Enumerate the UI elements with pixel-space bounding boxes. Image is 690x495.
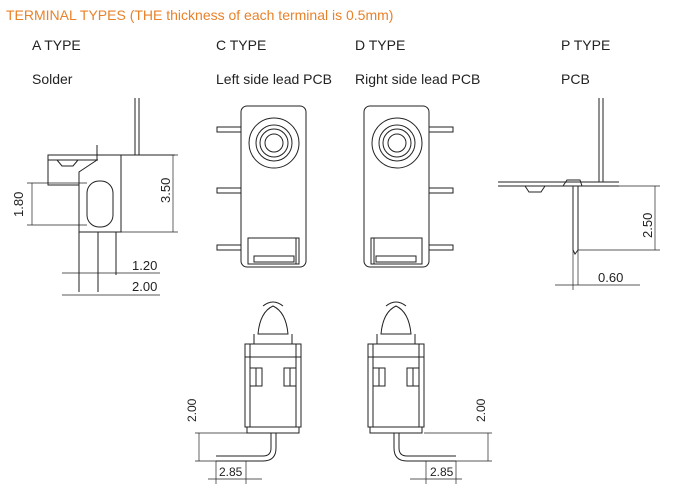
- dim-d-lead-offset: 2.85: [430, 465, 454, 479]
- type-c-drawing: [216, 105, 307, 268]
- dim-c-lead-height: 2.00: [185, 398, 199, 422]
- type-d-name: D TYPE: [355, 37, 406, 53]
- type-a-name: A TYPE: [32, 37, 81, 53]
- dim-a-width: 2.00: [132, 279, 157, 294]
- dim-d-lead-height: 2.00: [474, 398, 488, 422]
- dim-a-lead: 1.20: [132, 258, 157, 273]
- type-c-desc: Left side lead PCB: [216, 71, 332, 87]
- type-d-desc: Right side lead PCB: [355, 71, 481, 87]
- dim-a-slot: 1.80: [11, 192, 26, 217]
- dim-a-height: 3.50: [158, 178, 173, 203]
- type-p-desc: PCB: [561, 71, 590, 87]
- type-a-desc: Solder: [32, 71, 73, 87]
- type-d-drawing: [363, 105, 454, 268]
- type-c-front-drawing: 2.00 2.85: [185, 301, 302, 484]
- page-heading: TERMINAL TYPES (THE thickness of each te…: [6, 7, 394, 23]
- dim-p-lead-offset: 0.60: [598, 270, 623, 285]
- dim-p-lead-len: 2.50: [640, 213, 655, 238]
- type-p-drawing: 2.50 0.60: [498, 98, 660, 290]
- type-a-drawing: 1.80 3.50 1.20 2.00: [11, 98, 178, 296]
- type-p-name: P TYPE: [561, 37, 611, 53]
- type-c-name: C TYPE: [216, 37, 267, 53]
- dim-c-lead-offset: 2.85: [219, 465, 243, 479]
- type-d-front-drawing: 2.00 2.85: [367, 301, 492, 484]
